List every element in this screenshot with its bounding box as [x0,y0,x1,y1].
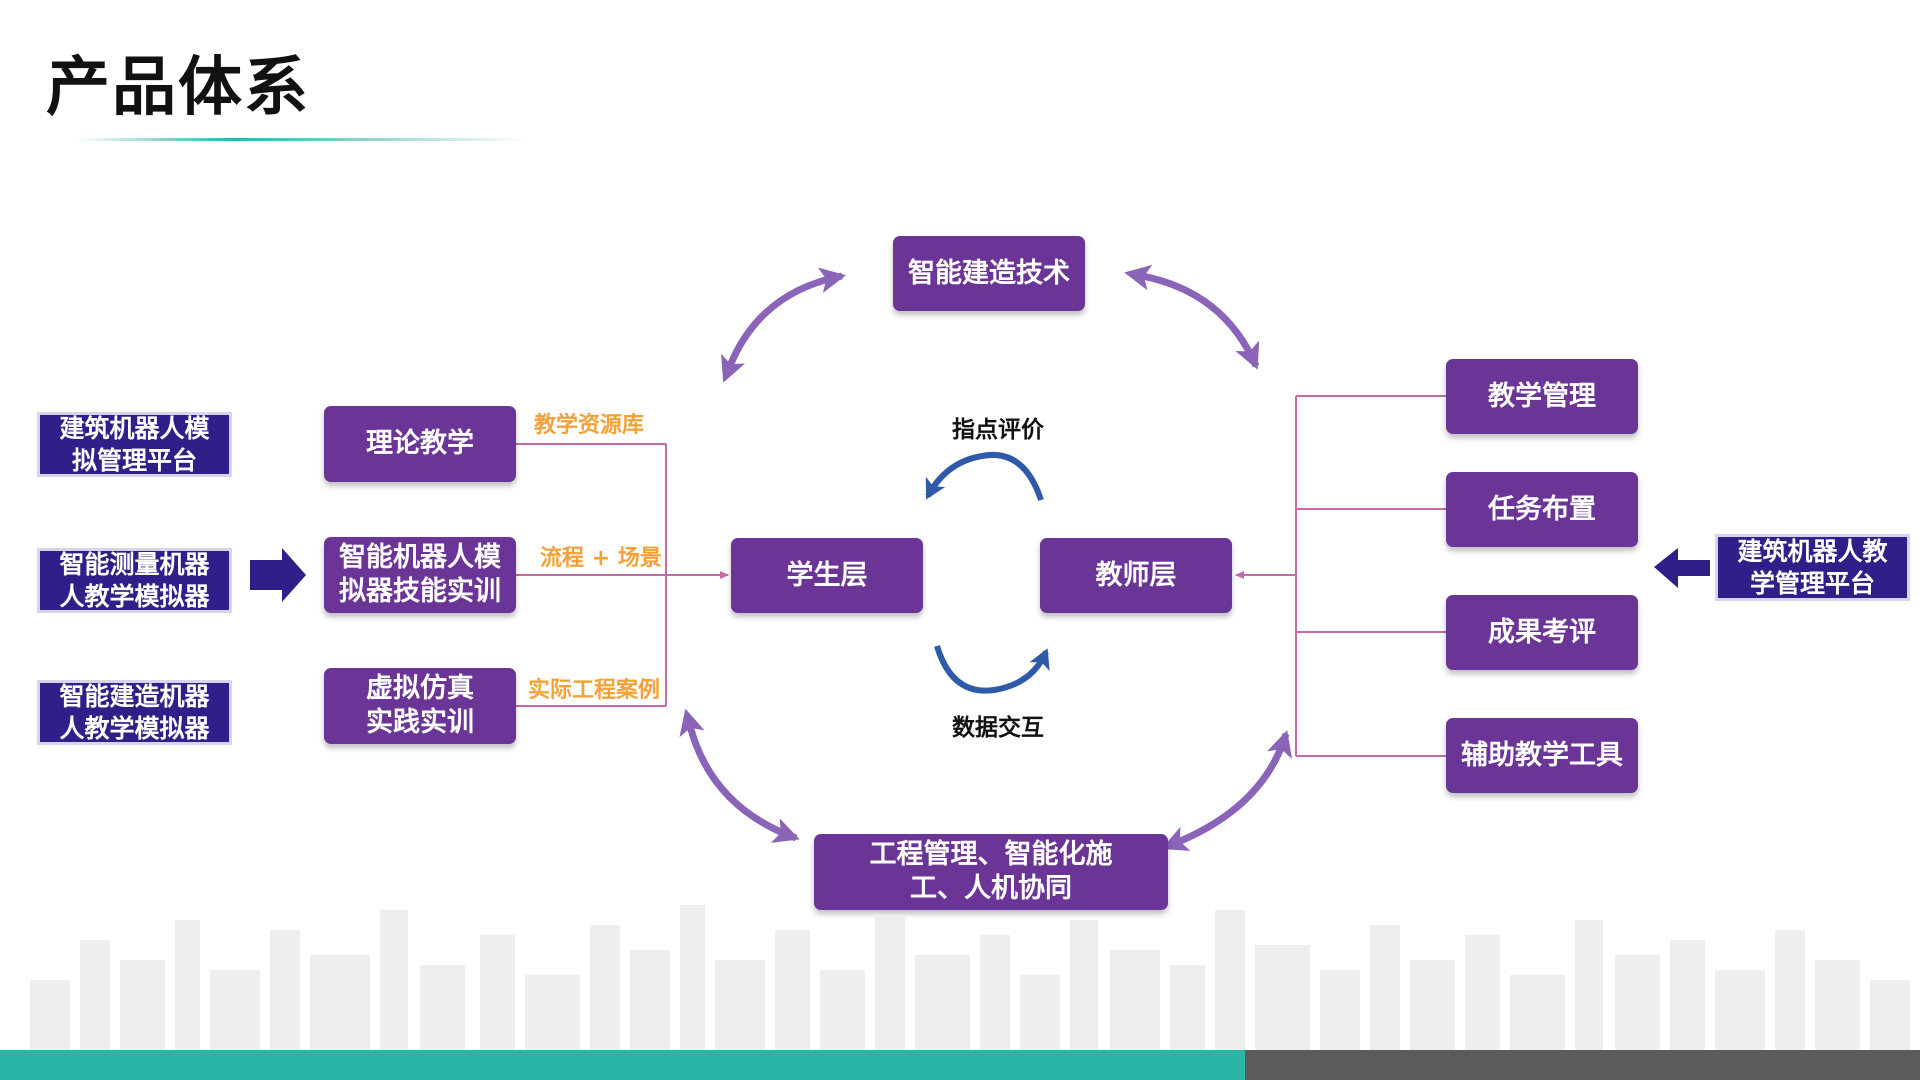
top-node-intelligent-construction: 智能建造技术 [893,236,1085,311]
bottom-node-engineering-management: 工程管理、智能化施工、人机协同 [814,834,1168,910]
left-platform-2: 智能测量机器人教学模拟器 [37,548,232,613]
cycle-arrow-upper [925,452,1044,501]
function-task-assignment: 任务布置 [1446,472,1638,547]
student-layer-node: 学生层 [731,538,923,613]
module-virtual-simulation-practice: 虚拟仿真实践实训 [324,668,516,744]
left-bracket-connector [516,443,729,707]
arc-arrow-bottom-left [679,708,800,843]
cycle-label-guidance-evaluation: 指点评价 [952,417,1044,443]
title-underline [75,138,525,141]
arc-arrow-top-right [1124,264,1260,370]
function-result-evaluation: 成果考评 [1446,595,1638,670]
left-platform-1: 建筑机器人模拟管理平台 [37,412,232,477]
module-theory-teaching: 理论教学 [324,406,516,482]
page-title: 产品体系 [46,51,310,125]
left-block-arrow [250,548,306,602]
footer-bar-gray [1245,1050,1920,1080]
footer-bar-teal [0,1050,1245,1080]
right-platform: 建筑机器人教学管理平台 [1715,534,1910,601]
arc-arrow-bottom-right [1161,730,1292,851]
tag-teaching-resource-library: 教学资源库 [534,413,645,438]
right-bracket-connector [1235,395,1446,757]
left-platform-3: 智能建造机器人教学模拟器 [37,680,232,745]
function-teaching-tools: 辅助教学工具 [1446,718,1638,793]
arc-arrow-top-left [720,267,846,383]
module-robot-simulator-training: 智能机器人模拟器技能实训 [324,537,516,613]
tag-engineering-cases: 实际工程案例 [528,678,661,703]
tag-process-scene: 流程 + 场景 [540,546,662,571]
cycle-arrow-lower [934,645,1050,694]
teacher-layer-node: 教师层 [1040,538,1232,613]
cycle-label-data-interaction: 数据交互 [952,715,1044,741]
right-block-arrow [1654,548,1710,588]
function-teaching-management: 教学管理 [1446,359,1638,434]
city-skyline-background [30,905,1910,1050]
